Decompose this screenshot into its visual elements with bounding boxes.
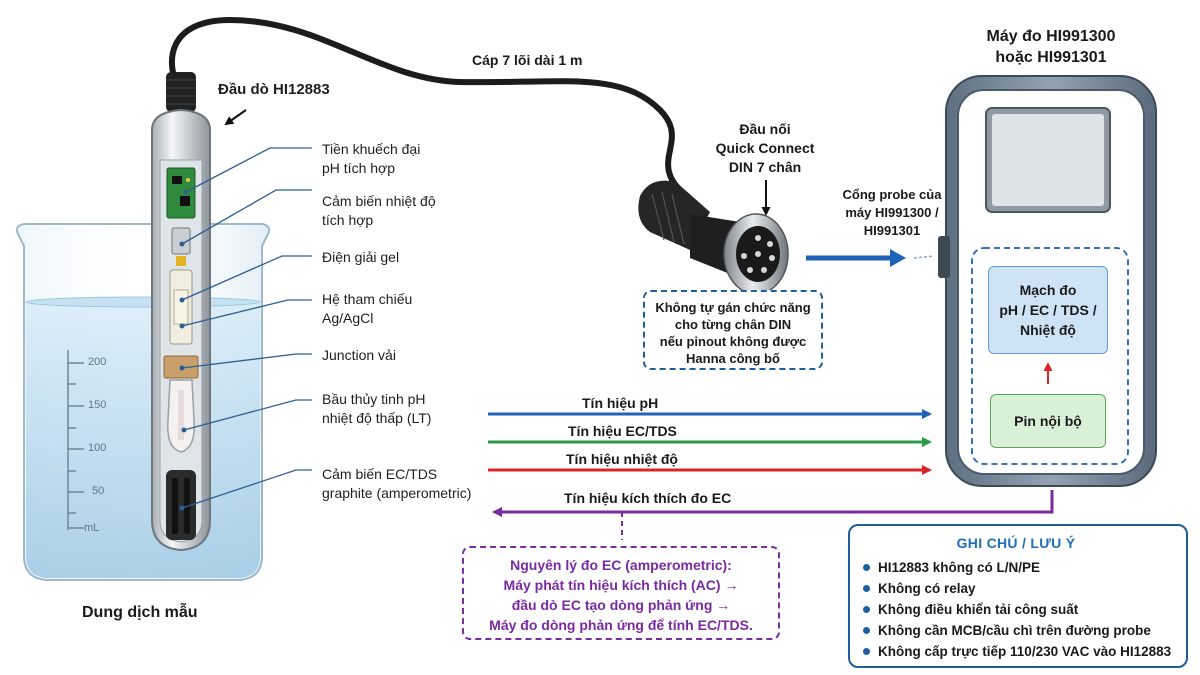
label-preamp-line2: pH tích hợp — [322, 160, 395, 176]
connector-label-line2: Quick Connect — [715, 140, 815, 156]
circuit-line2: pH / EC / TDS / — [999, 302, 1097, 318]
signal-arrow-ec-excitation — [492, 490, 1054, 517]
signal-label-ec: Tín hiệu EC/TDS — [568, 423, 677, 439]
notes-item: Không điều khiển tải công suất — [860, 599, 1172, 620]
label-glass-bulb: Bầu thủy tinh pH nhiệt độ thấp (LT) — [322, 390, 431, 428]
circuit-line1: Mạch đo — [1019, 282, 1077, 298]
signal-label-ph: Tín hiệu pH — [582, 395, 659, 411]
label-temp-sensor: Cảm biến nhiệt độ tích hợp — [322, 192, 436, 230]
notes-item: HI12883 không có L/N/PE — [860, 557, 1172, 578]
ec-principle-line3: đầu dò EC tạo dòng phản ứng → — [511, 597, 731, 613]
meter-inner-dashed-border — [971, 247, 1129, 465]
notes-item: Không cần MCB/cầu chì trên đường probe — [860, 620, 1172, 641]
scale-150: 150 — [88, 399, 107, 411]
port-label-line3: HI991301 — [863, 223, 921, 238]
ec-principle-line2: Máy phát tín hiệu kích thích (AC) → — [503, 577, 739, 593]
label-ec-sensor-line1: Cảm biến EC/TDS — [322, 466, 438, 482]
label-reference-line1: Hệ tham chiếu — [322, 291, 413, 307]
meter-title: Máy đo HI991300 hoặc HI991301 — [966, 26, 1136, 68]
cable-label: Cáp 7 lõi dài 1 m — [472, 52, 583, 68]
connector-label-line1: Đầu nối — [739, 121, 791, 137]
ec-principle-line4: Máy đo dòng phản ứng để tính EC/TDS. — [489, 617, 753, 633]
label-reference-line2: Ag/AgCl — [322, 310, 374, 326]
notes-box: GHI CHÚ / LƯU Ý HI12883 không có L/N/PE … — [848, 524, 1188, 668]
signal-arrows — [488, 409, 1054, 540]
beaker-graduation — [67, 350, 84, 530]
signal-label-temp: Tín hiệu nhiệt độ — [566, 451, 678, 467]
notes-list: HI12883 không có L/N/PE Không có relay K… — [860, 557, 1172, 662]
port-label: Cổng probe của máy HI991300 / HI991301 — [826, 186, 958, 240]
pinout-note: Không tự gán chức năng cho từng chân DIN… — [643, 290, 823, 370]
measurement-circuit-block: Mạch đo pH / EC / TDS / Nhiệt độ — [988, 266, 1108, 354]
label-ec-sensor-line2: graphite (amperometric) — [322, 485, 472, 501]
beaker-caption: Dung dịch mẫu — [82, 604, 198, 621]
meter-title-line1: Máy đo HI991300 — [986, 28, 1116, 45]
notes-title: GHI CHÚ / LƯU Ý — [956, 535, 1076, 551]
meter-title-line2: hoặc HI991301 — [995, 49, 1107, 66]
connector-label-line3: DIN 7 chân — [728, 159, 802, 175]
din-connector — [638, 180, 789, 295]
port-label-line1: Cổng probe của — [842, 187, 942, 202]
label-ec-sensor: Cảm biến EC/TDS graphite (amperometric) — [322, 465, 471, 503]
label-temp-sensor-line2: tích hợp — [322, 212, 374, 228]
scale-200: 200 — [88, 356, 107, 368]
label-reference: Hệ tham chiếu Ag/AgCl — [322, 290, 412, 328]
sample-liquid — [26, 302, 260, 578]
scale-100: 100 — [88, 442, 107, 454]
din-pins — [741, 235, 775, 273]
port-label-line2: máy HI991300 / — [845, 205, 939, 220]
scale-unit: mL — [84, 522, 100, 534]
pinout-note-line2: cho từng chân DIN — [674, 317, 792, 332]
pinout-note-line1: Không tự gán chức năng — [655, 300, 811, 315]
probe-body — [151, 72, 211, 552]
label-glass-bulb-line1: Bầu thủy tinh pH — [322, 391, 426, 407]
signal-label-ec-excitation: Tín hiệu kích thích đo EC — [564, 490, 732, 506]
label-gel: Điện giải gel — [322, 249, 400, 265]
circuit-line3: Nhiệt độ — [1019, 322, 1076, 338]
probe-leader-lines — [181, 147, 312, 509]
label-glass-bulb-line2: nhiệt độ thấp (LT) — [322, 410, 432, 426]
probe-cable — [168, 16, 683, 193]
label-temp-sensor-line1: Cảm biến nhiệt độ — [322, 193, 436, 209]
label-preamp-line1: Tiền khuếch đại — [322, 141, 421, 157]
label-junction: Junction vải — [322, 347, 396, 363]
label-preamp: Tiền khuếch đại pH tích hợp — [322, 140, 420, 178]
battery-block: Pin nội bộ — [990, 394, 1106, 448]
pinout-note-line3: nếu pinout không được — [659, 334, 807, 349]
connector-label: Đầu nối Quick Connect DIN 7 chân — [690, 120, 840, 177]
ec-principle-note: Nguyên lý đo EC (amperometric): Máy phát… — [462, 546, 780, 640]
probe-title: Đầu dò HI12883 — [218, 81, 330, 98]
beaker — [15, 223, 271, 581]
pinout-note-line4: Hanna công bố — [686, 351, 780, 366]
notes-item: Không có relay — [860, 578, 1172, 599]
ec-principle-line1: Nguyên lý đo EC (amperometric): — [510, 557, 732, 573]
scale-50: 50 — [92, 485, 105, 497]
notes-item: Không cấp trực tiếp 110/230 VAC vào HI12… — [860, 641, 1172, 662]
